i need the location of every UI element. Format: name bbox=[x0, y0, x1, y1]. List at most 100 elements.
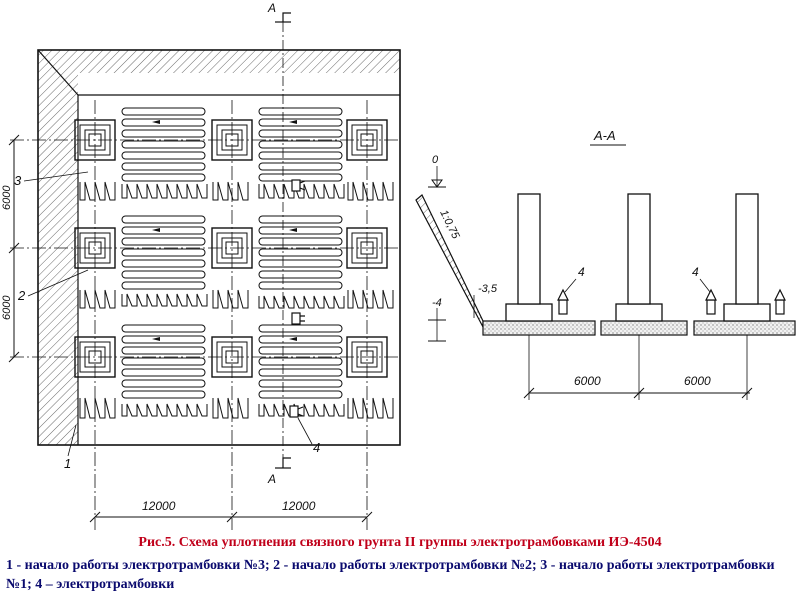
comb-strip bbox=[258, 403, 345, 417]
callout-1: 1 bbox=[64, 456, 71, 471]
rammer-icon bbox=[291, 179, 306, 192]
rammer-icon bbox=[557, 288, 569, 315]
comb-strip bbox=[121, 403, 208, 417]
plan-corner-diagonal bbox=[37, 49, 79, 96]
comb-strip bbox=[212, 181, 249, 201]
dim-horizontal-tick bbox=[226, 511, 238, 523]
section-mark-top-arrow bbox=[282, 12, 291, 22]
direction-arrow bbox=[152, 337, 160, 341]
plan-outline bbox=[37, 49, 401, 446]
compaction-band bbox=[121, 390, 206, 399]
compaction-band bbox=[258, 324, 343, 333]
leader-2 bbox=[27, 269, 89, 297]
compaction-band bbox=[121, 237, 206, 246]
section-dim-tick bbox=[741, 387, 753, 399]
section-leader-4b bbox=[699, 278, 711, 293]
section-title: А-А bbox=[593, 128, 616, 143]
dim-vertical-tick bbox=[8, 242, 20, 254]
dim-vertical-tick bbox=[8, 134, 20, 146]
compaction-band bbox=[258, 357, 343, 366]
compaction-band bbox=[258, 118, 343, 127]
compaction-band bbox=[121, 173, 206, 182]
compaction-band bbox=[121, 226, 206, 235]
rammer-icon bbox=[291, 312, 305, 325]
comb-strip bbox=[121, 183, 208, 199]
callout-2: 2 bbox=[17, 288, 26, 303]
rammer-icon bbox=[705, 288, 717, 315]
compaction-band bbox=[258, 215, 343, 224]
compaction-band bbox=[258, 129, 343, 138]
column bbox=[517, 193, 541, 305]
compaction-band bbox=[258, 226, 343, 235]
section-dim-2: 6000 bbox=[684, 374, 711, 388]
comb-strip bbox=[121, 293, 208, 307]
dim-horizontal-1: 12000 bbox=[142, 499, 176, 513]
figure-caption-title: Рис.5. Схема уплотнения связного грунта … bbox=[138, 535, 662, 550]
direction-arrow bbox=[289, 120, 297, 124]
compaction-band bbox=[258, 390, 343, 399]
section-dim-tick bbox=[633, 387, 645, 399]
plan-hatched-border bbox=[38, 50, 400, 445]
compaction-band bbox=[121, 335, 206, 344]
callout-3: 3 bbox=[14, 173, 22, 188]
comb-strip bbox=[79, 181, 116, 201]
compaction-band bbox=[121, 324, 206, 333]
compaction-band bbox=[121, 379, 206, 388]
compaction-band bbox=[258, 248, 343, 257]
compaction-band bbox=[258, 237, 343, 246]
direction-arrow bbox=[152, 228, 160, 232]
rammer-icon bbox=[774, 288, 786, 315]
leader-1 bbox=[67, 424, 77, 457]
level-0: 0 bbox=[432, 154, 439, 166]
direction-arrow bbox=[152, 120, 160, 124]
section-callout-4b: 4 bbox=[692, 265, 699, 279]
dim-vertical-1: 6000 bbox=[1, 185, 13, 210]
direction-arrow bbox=[289, 228, 297, 232]
leader-4 bbox=[297, 417, 313, 445]
comb-strip bbox=[347, 181, 394, 201]
section-mark-bottom: A bbox=[267, 472, 276, 486]
compaction-band bbox=[258, 162, 343, 171]
comb-strip bbox=[347, 397, 394, 419]
compaction-band bbox=[121, 118, 206, 127]
compaction-band bbox=[121, 270, 206, 279]
compacted-ground-strip bbox=[600, 320, 688, 336]
comb-strips bbox=[79, 181, 394, 419]
section-dim-tick bbox=[523, 387, 535, 399]
compaction-band bbox=[121, 357, 206, 366]
plan-view: A A 6000 6000 12000 12000 3 2 1 4 bbox=[1, 1, 401, 530]
footing bbox=[615, 303, 663, 322]
dim-vertical-2: 6000 bbox=[1, 295, 13, 320]
level-minus-3-5: -3,5 bbox=[478, 283, 498, 295]
dim-horizontal-2: 12000 bbox=[282, 499, 316, 513]
comb-strip bbox=[212, 289, 249, 309]
compaction-band bbox=[121, 140, 206, 149]
column bbox=[735, 193, 759, 305]
footing bbox=[505, 303, 553, 322]
compaction-band bbox=[258, 270, 343, 279]
compaction-band bbox=[258, 151, 343, 160]
comb-strip bbox=[79, 397, 116, 419]
compaction-band bbox=[258, 281, 343, 290]
compacted-ground-strip bbox=[693, 320, 796, 336]
section-callout-4: 4 bbox=[578, 265, 585, 279]
compacted-ground-strip bbox=[482, 320, 596, 336]
comb-strip bbox=[212, 397, 249, 419]
compaction-band bbox=[121, 248, 206, 257]
section-view: А-А 0 -3,5 -4 1:0,75 4 4 bbox=[415, 128, 796, 400]
dim-horizontal-tick bbox=[361, 511, 373, 523]
footing bbox=[723, 303, 771, 322]
dim-vertical-tick bbox=[8, 351, 20, 363]
compaction-band bbox=[121, 259, 206, 268]
compacted-ground bbox=[482, 320, 796, 336]
section-dim-1: 6000 bbox=[574, 374, 601, 388]
compaction-band bbox=[258, 368, 343, 377]
rammer-icon bbox=[289, 405, 304, 418]
compaction-band bbox=[258, 379, 343, 388]
compaction-band bbox=[121, 162, 206, 171]
compaction-band bbox=[121, 107, 206, 116]
comb-strip bbox=[258, 183, 345, 199]
compaction-scheme-drawing: A A 6000 6000 12000 12000 3 2 1 4 bbox=[1, 1, 796, 530]
compaction-band bbox=[258, 346, 343, 355]
direction-arrow bbox=[289, 337, 297, 341]
